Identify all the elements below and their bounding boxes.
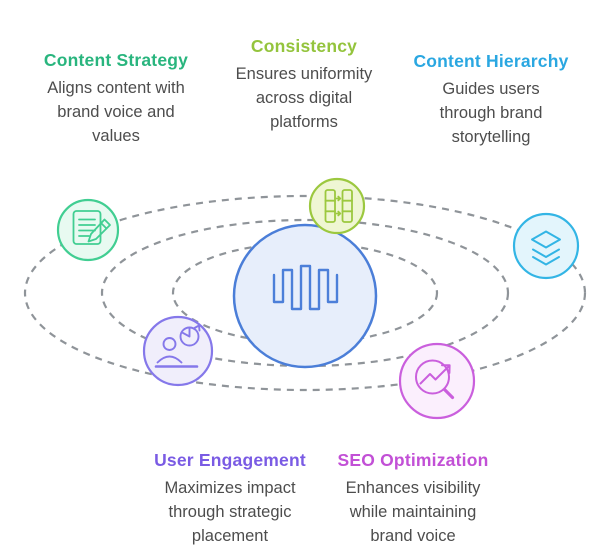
orbit-ring-middle bbox=[100, 218, 510, 368]
user-engagement-description: Maximizes impact through strategic place… bbox=[164, 479, 296, 545]
table-sync-icon bbox=[324, 189, 353, 223]
consistency-description: Ensures uniformity across digital platfo… bbox=[235, 65, 373, 131]
content-strategy-description: Aligns content with brand voice and valu… bbox=[47, 79, 185, 145]
center-circle bbox=[232, 223, 378, 369]
user-engagement-circle bbox=[142, 315, 214, 387]
content-hierarchy-circle bbox=[512, 212, 580, 280]
content-hierarchy-description: Guides users through brand storytelling bbox=[439, 80, 543, 146]
seo-optimization-title: SEO Optimization bbox=[337, 450, 489, 470]
user-activity-icon bbox=[154, 324, 201, 368]
content-strategy-block: Content Strategy Aligns content with bra… bbox=[16, 50, 216, 148]
seo-optimization-block: SEO Optimization Enhances visibility whi… bbox=[313, 450, 513, 548]
content-hierarchy-block: Content Hierarchy Guides users through b… bbox=[391, 51, 591, 149]
node-user-engagement bbox=[142, 315, 214, 387]
consistency-block: Consistency Ensures uniformity across di… bbox=[204, 36, 404, 134]
user-engagement-title: User Engagement bbox=[154, 450, 306, 470]
orbit-rings bbox=[23, 194, 587, 392]
layers-icon bbox=[531, 230, 561, 266]
orbit-ring-inner bbox=[171, 241, 439, 345]
node-content-strategy bbox=[56, 198, 120, 262]
center-node bbox=[232, 223, 378, 369]
node-seo-optimization bbox=[398, 342, 476, 420]
consistency-circle bbox=[308, 177, 366, 235]
consistency-title: Consistency bbox=[250, 36, 358, 56]
node-content-hierarchy bbox=[512, 212, 580, 280]
wave-bars-icon bbox=[272, 264, 339, 311]
content-strategy-title: Content Strategy bbox=[43, 50, 189, 70]
seo-optimization-description: Enhances visibility while maintaining br… bbox=[345, 479, 481, 545]
orbit-ring-outer bbox=[23, 194, 587, 392]
user-engagement-block: User Engagement Maximizes impact through… bbox=[130, 450, 330, 548]
node-consistency bbox=[308, 177, 366, 235]
seo-optimization-circle bbox=[398, 342, 476, 420]
content-hierarchy-title: Content Hierarchy bbox=[413, 51, 569, 71]
document-pencil-icon bbox=[72, 210, 111, 245]
search-growth-icon bbox=[415, 359, 455, 400]
